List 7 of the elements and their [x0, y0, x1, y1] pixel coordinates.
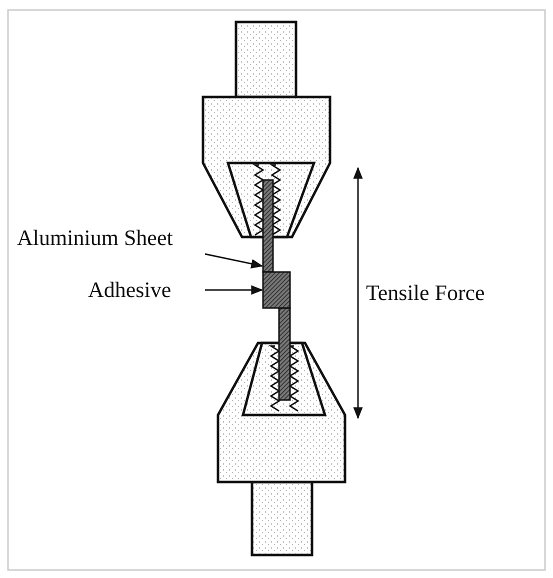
leader-line [205, 285, 264, 295]
leader-line [204, 253, 264, 268]
part-label: Aluminium Sheet [17, 225, 173, 251]
part-label: Adhesive [88, 277, 172, 303]
aluminium-sheet-strip [262, 179, 274, 273]
adhesive-joint [262, 271, 291, 309]
force-label: Tensile Force [366, 280, 485, 306]
